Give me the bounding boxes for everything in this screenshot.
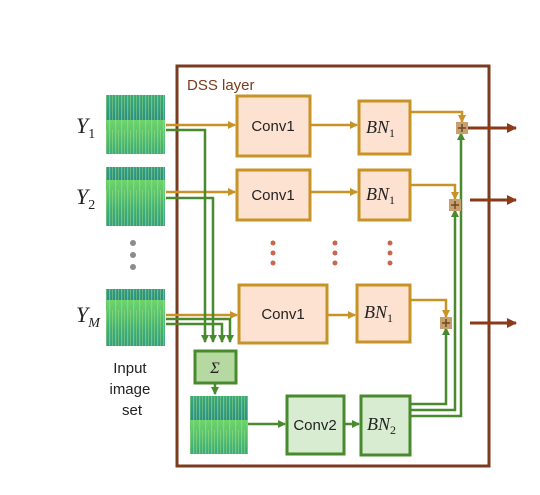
input-image-y2 <box>106 167 165 226</box>
add-node-row2 <box>449 199 461 211</box>
bn1-block-row1: BN1 <box>357 99 412 156</box>
svg-text:BN1: BN1 <box>366 117 395 140</box>
sum-node: Σ <box>193 349 238 385</box>
dss-layer-title: DSS layer <box>187 77 255 94</box>
add-node-rowm <box>440 317 452 329</box>
svg-text:Conv2: Conv2 <box>293 417 336 434</box>
dss-layer-frame <box>175 64 491 468</box>
svg-text:Conv1: Conv1 <box>261 306 304 323</box>
bn1-block-rowm: BN1 <box>355 283 412 344</box>
aggregated-image <box>190 396 248 454</box>
add-node-row1 <box>456 122 468 134</box>
input-image-y1 <box>106 95 165 154</box>
input-ellipsis <box>130 240 136 270</box>
conv1-block-row1: Conv1 <box>235 94 312 158</box>
svg-text:Conv1: Conv1 <box>251 187 294 204</box>
svg-text:BN1: BN1 <box>366 184 395 207</box>
conv1-block-rowm: Conv1 <box>237 283 329 345</box>
svg-text:Conv1: Conv1 <box>251 118 294 135</box>
input-label-ym: YM <box>76 302 101 331</box>
bn1-block-row2: BN1 <box>357 168 412 222</box>
conv2-block: Conv2 <box>285 394 346 456</box>
input-label-y2: Y2 <box>76 184 95 213</box>
input-caption: Input image set <box>109 360 154 419</box>
green-arrows-bottom <box>248 132 465 428</box>
input-label-y1: Y1 <box>76 113 95 142</box>
green-wires-to-sum <box>166 128 234 343</box>
input-image-ym <box>106 289 165 346</box>
bn2-block: BN2 <box>359 394 412 457</box>
output-arrows <box>468 123 517 328</box>
svg-text:BN1: BN1 <box>364 302 393 325</box>
svg-text:Σ: Σ <box>209 360 220 377</box>
conv1-block-row2: Conv1 <box>235 168 312 222</box>
gold-arrows <box>166 110 466 319</box>
svg-text:BN2: BN2 <box>367 414 396 437</box>
conv-ellipsis <box>270 240 393 266</box>
